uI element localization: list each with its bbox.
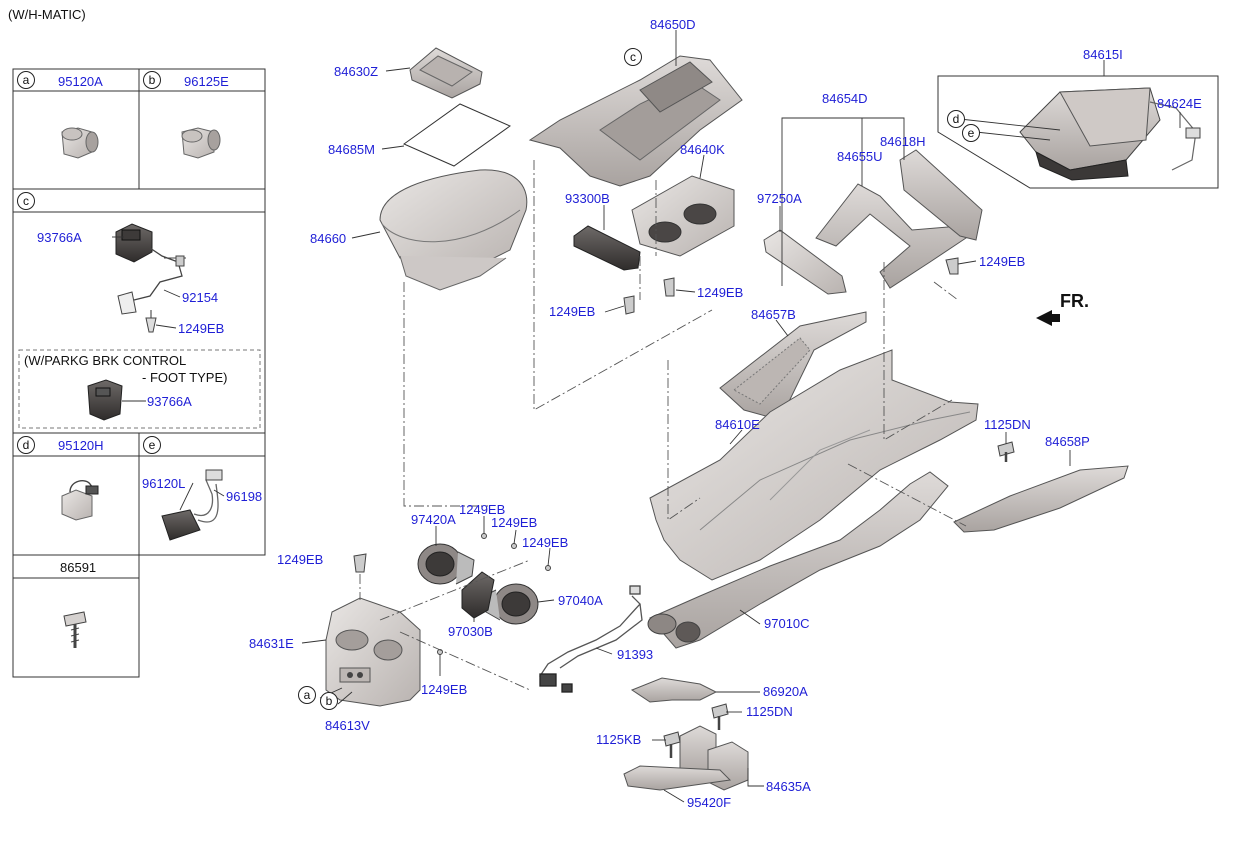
harness-96120L-drawing (161, 469, 223, 541)
mesh-84657B-drawing (719, 311, 867, 421)
callout-97040A[interactable]: 97040A (558, 593, 603, 608)
harness-91393-drawing (539, 585, 643, 693)
module-97030B-drawing (461, 571, 495, 619)
legend-part-93766A[interactable]: 93766A (37, 230, 82, 245)
callout-97030B[interactable]: 97030B (448, 624, 493, 639)
marker-a: a (298, 686, 316, 704)
legend-part-1249EB[interactable]: 1249EB (178, 321, 225, 336)
rear-cover-84631E-drawing (325, 597, 421, 707)
callout-1249EB-b[interactable]: 1249EB (697, 285, 744, 300)
callout-1249EB-f[interactable]: 1249EB (522, 535, 569, 550)
legend-part-96198[interactable]: 96198 (226, 489, 263, 504)
callout-84624E[interactable]: 84624E (1157, 96, 1202, 111)
callout-84660[interactable]: 84660 (310, 231, 347, 246)
legend-part-96125E[interactable]: 96125E (184, 74, 229, 89)
legend-part-95120H[interactable]: 95120H (58, 438, 104, 453)
callout-97010C[interactable]: 97010C (764, 616, 810, 631)
switch-93766A-drawing (115, 223, 186, 333)
callout-1249EB-c[interactable]: 1249EB (979, 254, 1026, 269)
callout-1125KB[interactable]: 1125KB (596, 732, 642, 747)
callout-93300B[interactable]: 93300B (565, 191, 610, 206)
callout-84635A[interactable]: 84635A (766, 779, 811, 794)
callout-84640K[interactable]: 84640K (680, 142, 725, 157)
bolt-1125DN-upper (997, 441, 1015, 462)
callout-1125DN-b[interactable]: 1125DN (746, 704, 793, 719)
callout-84631E[interactable]: 84631E (249, 636, 294, 651)
assembly-84615I-box (937, 75, 1219, 189)
callout-84650D[interactable]: 84650D (650, 17, 696, 32)
callout-84654D[interactable]: 84654D (822, 91, 868, 106)
panel-93300B-drawing (573, 225, 641, 271)
callout-95420F[interactable]: 95420F (687, 795, 732, 810)
parkbrake-note-line2: - FOOT TYPE) (142, 370, 228, 385)
clip-95120H-drawing (61, 480, 99, 521)
phone-pad-84615I-drawing (1019, 87, 1201, 181)
assembly-lines (359, 160, 967, 691)
legend-part-93766A-foot[interactable]: 93766A (147, 394, 192, 409)
bracket-86920A-drawing (630, 677, 718, 703)
legend-grid (12, 68, 266, 678)
switch-parkbrake-drawing (87, 379, 123, 421)
trim-84658P-drawing (953, 465, 1129, 533)
legend-part-95120A[interactable]: 95120A (58, 74, 103, 89)
parkbrake-note-line1: (W/PARKG BRK CONTROL (24, 353, 187, 368)
bolt-1125DN-lower (711, 703, 729, 730)
screw-86591-drawing (63, 611, 87, 648)
callout-1249EB-a[interactable]: 1249EB (549, 304, 596, 319)
armrest-84660-drawing (379, 169, 528, 291)
callout-84685M[interactable]: 84685M (328, 142, 375, 157)
callout-91393[interactable]: 91393 (617, 647, 654, 662)
bolt-1125KB (663, 731, 681, 758)
cupholder-84640K-drawing (631, 175, 735, 257)
callout-84610E[interactable]: 84610E (715, 417, 760, 432)
blower-97420A-drawing (417, 543, 475, 585)
callout-84618H[interactable]: 84618H (880, 134, 926, 149)
front-arrow-icon (1036, 310, 1060, 326)
clip-95120A-drawing (61, 127, 99, 159)
screws-1249EB-small (353, 257, 959, 655)
callout-84657B[interactable]: 84657B (751, 307, 796, 322)
legend-marker-a: a (17, 71, 35, 89)
callout-97250A[interactable]: 97250A (757, 191, 802, 206)
callout-84615I[interactable]: 84615I (1083, 47, 1123, 62)
pad-84685M-drawing (402, 103, 512, 167)
cover-84650D-drawing (528, 55, 743, 187)
callout-1249EB-e[interactable]: 1249EB (491, 515, 538, 530)
callout-1249EB-g[interactable]: 1249EB (277, 552, 324, 567)
legend-part-86591[interactable]: 86591 (60, 560, 97, 575)
callout-84613V[interactable]: 84613V (325, 718, 370, 733)
trim-84655U-drawing (815, 183, 967, 289)
legend-marker-b: b (143, 71, 161, 89)
tray-84630Z-drawing (409, 47, 483, 99)
clip-96125E-drawing (181, 127, 221, 159)
marker-c: c (624, 48, 642, 66)
front-marker: FR. (1060, 291, 1089, 311)
legend-marker-d: d (17, 436, 35, 454)
callout-1249EB-h[interactable]: 1249EB (421, 682, 468, 697)
marker-d: d (947, 110, 965, 128)
callout-97420A[interactable]: 97420A (411, 512, 456, 527)
legend-marker-c: c (17, 192, 35, 210)
callout-86920A[interactable]: 86920A (763, 684, 808, 699)
callout-84630Z[interactable]: 84630Z (334, 64, 379, 79)
marker-b: b (320, 692, 338, 710)
marker-e: e (962, 124, 980, 142)
callout-1249EB-d[interactable]: 1249EB (459, 502, 506, 517)
duct-97010C-drawing (647, 471, 949, 649)
legend-part-92154[interactable]: 92154 (182, 290, 219, 305)
callout-84658P[interactable]: 84658P (1045, 434, 1090, 449)
legend-part-96120L[interactable]: 96120L (142, 476, 186, 491)
bracket-84618H-drawing (899, 149, 983, 241)
callout-84655U[interactable]: 84655U (837, 149, 883, 164)
variant-note: (W/H-MATIC) (8, 7, 86, 22)
console-84610E-drawing (649, 349, 979, 581)
bracket-95420F-drawing (623, 765, 732, 791)
callout-1125DN-a[interactable]: 1125DN (984, 417, 1031, 432)
legend-marker-e: e (143, 436, 161, 454)
